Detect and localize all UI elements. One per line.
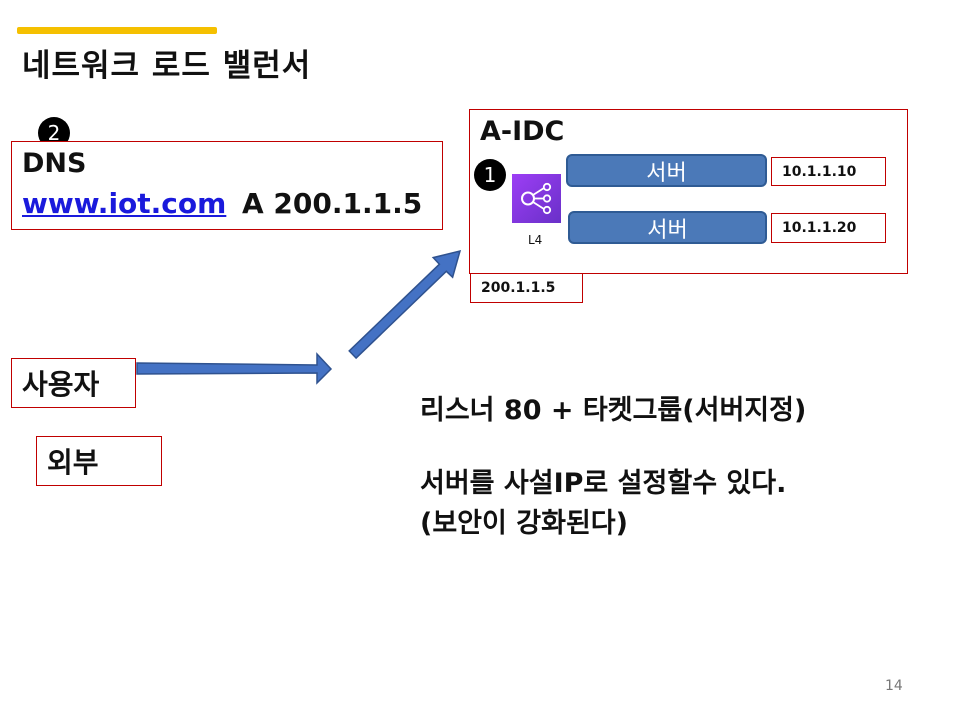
idc-title: A-IDC <box>480 116 565 147</box>
lb-label: L4 <box>528 233 543 247</box>
dns-url-link[interactable]: www.iot.com <box>22 187 227 220</box>
lb-ip: 200.1.1.5 <box>470 273 583 303</box>
external-box: 외부 <box>36 436 162 486</box>
page-number: 14 <box>885 678 903 694</box>
load-balancer-icon <box>512 174 561 223</box>
private-ip-description: 서버를 사설IP로 설정할수 있다. <box>420 468 787 499</box>
server-2: 서버 <box>568 211 767 244</box>
server-1: 서버 <box>566 154 767 187</box>
server-2-ip: 10.1.1.20 <box>771 213 886 243</box>
server-1-ip: 10.1.1.10 <box>771 157 886 186</box>
accent-bar <box>17 27 217 34</box>
user-box: 사용자 <box>11 358 136 408</box>
security-description: (보안이 강화된다) <box>420 508 628 539</box>
listener-description: 리스너 80 + 타켓그룹(서버지정) <box>420 395 807 426</box>
user-arrow <box>136 352 333 385</box>
dns-record: A 200.1.1.5 <box>242 187 423 220</box>
lb-step-badge: 1 <box>474 159 506 191</box>
dns-box <box>11 141 443 230</box>
dns-title: DNS <box>22 148 87 179</box>
to-idc-arrow <box>348 249 462 360</box>
slide-title: 네트워크 로드 밸런서 <box>22 48 312 84</box>
